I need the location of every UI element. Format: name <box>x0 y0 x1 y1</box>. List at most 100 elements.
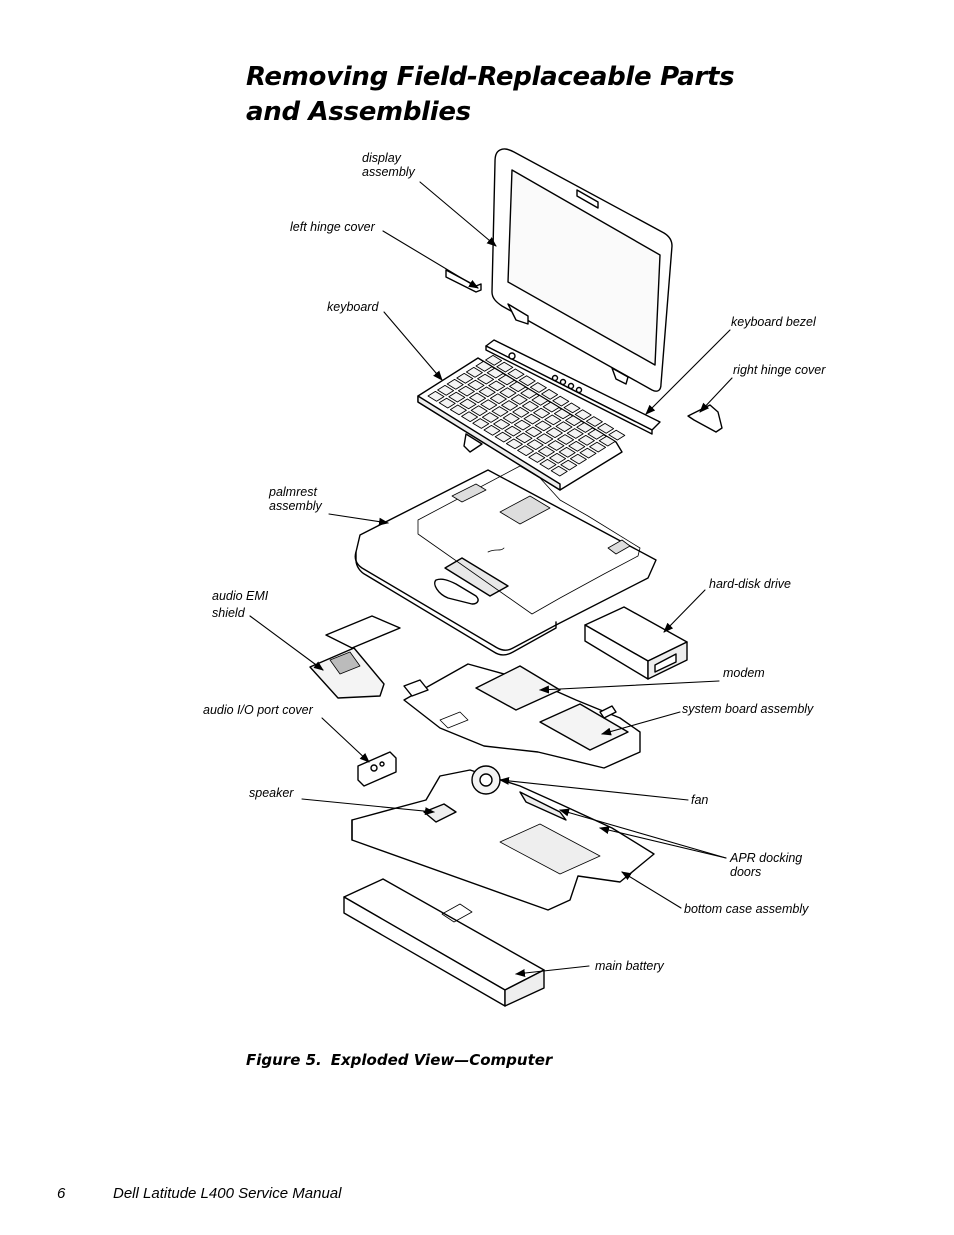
label-keyboard: keyboard <box>327 300 379 314</box>
keyboard-key <box>489 393 507 405</box>
label-right-hinge-cover: right hinge cover <box>733 363 826 377</box>
page-title-line-1: Removing Field-Replaceable Parts <box>246 62 735 92</box>
palmrest-assembly <box>354 465 657 656</box>
keyboard-key <box>496 361 514 373</box>
label-speaker: speaker <box>249 786 294 800</box>
bottom-case-assembly <box>351 765 655 911</box>
label-main-battery: main battery <box>595 959 664 973</box>
hard-disk-drive <box>584 606 688 680</box>
keyboard-key <box>577 434 595 446</box>
keyboard-key <box>502 412 520 424</box>
keyboard-key <box>497 374 515 386</box>
label-audio-io-port-cover: audio I/O port cover <box>203 703 313 717</box>
label-bottom-case-assembly: bottom case assembly <box>684 902 809 916</box>
keyboard-key <box>574 409 592 421</box>
keyboard-key <box>568 440 586 452</box>
system-board-assembly <box>403 663 641 769</box>
keyboard-key <box>504 425 522 437</box>
keyboard-key <box>515 432 533 444</box>
keyboard-key <box>483 424 501 436</box>
leader-right-hinge-cover <box>699 377 733 413</box>
leader-system-board-assembly <box>601 711 681 736</box>
keyboard-key <box>521 400 539 412</box>
keyboard-key <box>467 379 485 391</box>
keyboard-key <box>446 378 464 390</box>
keyboard-key <box>569 453 587 465</box>
keyboard-key <box>529 382 547 393</box>
keyboard-key <box>499 387 517 399</box>
keyboard-key <box>494 431 512 443</box>
keyboard-key <box>533 407 551 419</box>
keyboard-key <box>488 380 506 392</box>
keyboard-key <box>465 366 483 378</box>
keyboard-key <box>531 394 549 406</box>
keyboard-key <box>472 418 490 429</box>
keyboard-key <box>480 399 498 411</box>
leader-speaker <box>301 798 435 816</box>
keyboard-key <box>486 367 504 379</box>
keyboard-key <box>536 433 554 445</box>
keyboard-key <box>485 354 503 366</box>
keyboard-key <box>597 422 615 434</box>
keyboard-key <box>449 404 467 416</box>
page-number: 6 <box>57 1185 66 1202</box>
keyboard-key <box>576 422 594 433</box>
leader-audio-emi-shield <box>249 615 324 671</box>
keyboard-key <box>478 386 496 398</box>
leader-palmrest-assembly <box>328 513 389 526</box>
label-display-assembly-line-2: assembly <box>362 165 415 179</box>
keyboard-key <box>517 445 535 457</box>
manual-title: Dell Latitude L400 Service Manual <box>113 1185 342 1202</box>
label-apr-docking-doors-line-2: doors <box>730 865 762 879</box>
keyboard-key <box>545 427 563 439</box>
keyboard-key <box>459 398 477 410</box>
audio-emi-shield <box>309 615 401 699</box>
keyboard-key <box>457 385 475 397</box>
keyboard-key <box>501 400 519 411</box>
page-title: Removing Field-Replaceable Parts and Ass… <box>246 60 846 130</box>
keyboard-key <box>555 421 573 433</box>
leader-keyboard <box>383 311 443 381</box>
label-audio-emi-shield-line-1: audio EMI <box>212 589 269 603</box>
keyboard-key <box>550 465 568 477</box>
label-modem: modem <box>723 666 765 680</box>
keyboard-key <box>509 381 527 393</box>
keyboard-key <box>437 384 455 396</box>
keyboard <box>417 354 626 491</box>
keyboard-key <box>523 413 541 425</box>
keyboard-key <box>553 408 571 420</box>
leader-main-battery <box>515 965 590 977</box>
keyboard-key <box>539 458 557 470</box>
keyboard-key <box>505 438 523 450</box>
keyboard-key <box>585 416 603 427</box>
figure-caption: Figure 5.Exploded View—Computer <box>246 1051 552 1069</box>
keyboard-key <box>456 372 474 384</box>
keyboard-key <box>520 388 538 399</box>
leader-apr-docking-doors-1 <box>559 808 727 859</box>
keyboard-key <box>438 397 456 409</box>
audio-io-port-cover <box>357 751 397 787</box>
keyboard-key <box>579 447 597 459</box>
keyboard-key <box>470 405 488 417</box>
label-left-hinge-cover: left hinge cover <box>290 220 375 234</box>
keyboard-key <box>563 402 581 414</box>
keyboard-key <box>526 439 544 451</box>
leader-keyboard-bezel <box>645 329 731 415</box>
keyboard-key <box>541 388 559 400</box>
label-audio-emi-shield: audio EMI shield <box>212 588 268 622</box>
leader-fan <box>499 776 689 801</box>
main-battery <box>343 878 545 1007</box>
keyboard-key <box>557 434 575 445</box>
keyboard-key <box>608 429 626 441</box>
label-apr-docking-doors: APR docking doors <box>730 851 802 879</box>
keyboard-key <box>537 446 555 457</box>
keyboard-key <box>587 428 605 440</box>
keyboard-key <box>547 440 565 451</box>
keyboard-key <box>525 426 543 438</box>
label-keyboard-bezel: keyboard bezel <box>731 315 816 329</box>
keyboard-key <box>477 373 495 385</box>
keyboard-key <box>542 401 560 413</box>
right-hinge-cover <box>687 404 723 433</box>
keyboard-key <box>534 420 552 432</box>
